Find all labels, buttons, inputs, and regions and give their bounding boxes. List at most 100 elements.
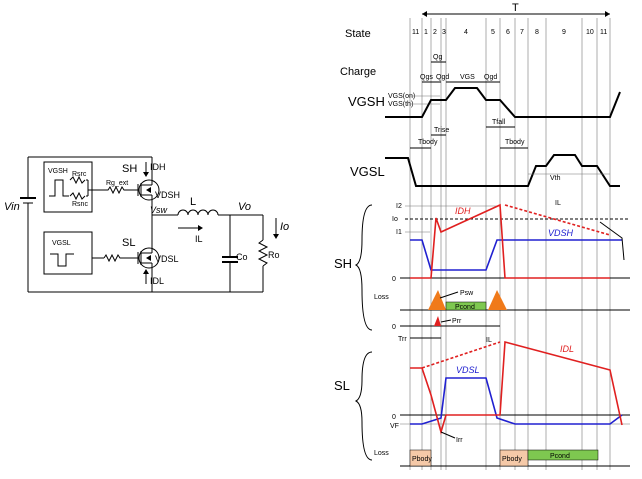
vdsh-label: VDSH	[155, 190, 180, 200]
sl-body-diode-icon	[146, 255, 151, 261]
il-arrow-icon	[198, 225, 203, 231]
rg-ext-label: Rg_ext	[106, 180, 128, 187]
state-number: 7	[520, 29, 524, 36]
t-body-left-label: Tbody	[418, 139, 438, 146]
pbody-right-label: Pbody	[502, 456, 522, 463]
vgsh-waveform	[385, 87, 621, 118]
ro-label: Ro	[268, 250, 280, 260]
vo-label: Vo	[238, 201, 251, 213]
i2-label: I2	[396, 203, 402, 210]
vgsl-label: VGSL	[350, 164, 385, 179]
il-label: IL	[195, 234, 203, 244]
vth-label: Vth	[550, 175, 561, 182]
sh-label: SH	[122, 163, 137, 175]
psw-label: Psw	[460, 290, 474, 297]
vin-label: Vin	[4, 201, 20, 213]
state-number: 6	[506, 29, 510, 36]
sl-brace	[354, 351, 373, 461]
zero-sh-label: 0	[392, 276, 396, 283]
vdsl-label: VDSL	[155, 254, 179, 264]
vgs-charge-label: VGS	[460, 74, 475, 81]
idh-label: IDH	[150, 162, 166, 172]
qgd-right-label: Qgd	[484, 74, 497, 81]
qg-label: Qg	[433, 54, 442, 61]
vgsh-source-box	[43, 161, 93, 213]
sl-label: SL	[122, 237, 135, 249]
period-label: T	[512, 2, 519, 14]
io-level-label: Io	[392, 216, 398, 223]
i1-label: I1	[396, 229, 402, 236]
inductor-label: L	[190, 196, 196, 208]
vdsl-trace	[410, 377, 623, 425]
vgsh-label: VGSH	[348, 94, 385, 109]
charge-label: Charge	[340, 66, 376, 78]
state-number: 4	[464, 29, 468, 36]
pbody-left-bar	[409, 449, 432, 467]
prr-label: Prr	[452, 318, 462, 325]
qgd-label: Qgd	[436, 74, 449, 81]
sh-mosfet	[138, 179, 160, 201]
idh-trace-label: IDH	[455, 206, 471, 216]
trr-label: Trr	[398, 336, 407, 343]
t-fall-label: Tfall	[492, 119, 506, 126]
state-number: 3	[442, 29, 446, 36]
idl-label: IDL	[150, 276, 164, 286]
inductor	[177, 209, 219, 216]
state-number: 2	[433, 29, 437, 36]
pcond-sl-bar	[527, 449, 599, 461]
irr-label: Irr	[456, 437, 463, 444]
vgs-th-label: VGS(th)	[388, 101, 413, 108]
loss-sl-label: Loss	[374, 450, 389, 457]
state-label: State	[345, 28, 371, 40]
il-sl-label: IL	[486, 337, 492, 344]
vgs-on-label: VGS(on)	[388, 93, 415, 100]
vgsl-waveform	[385, 154, 620, 187]
pcond-sh-bar	[445, 301, 487, 311]
psw-triangle-right	[488, 290, 507, 310]
rsrc-label: Rsrc	[72, 171, 87, 178]
state-number: 8	[535, 29, 539, 36]
state-number: 10	[586, 29, 594, 36]
sl-mosfet	[138, 247, 160, 269]
vf-label: VF	[390, 423, 399, 430]
vdsh-trace-label: VDSH	[548, 228, 574, 238]
il-sh-trace	[599, 221, 625, 261]
qgs-label: Qgs	[420, 74, 433, 81]
vgsh-box-label: VGSH	[48, 168, 68, 175]
sl-section-label: SL	[334, 378, 350, 393]
psw-triangle-left	[428, 290, 446, 310]
idh-arrow-icon	[143, 172, 149, 177]
zero-prr-label: 0	[392, 324, 396, 331]
io-arrow-icon	[273, 234, 279, 239]
loss-sh-label: Loss	[374, 294, 389, 301]
state-number: 5	[491, 29, 495, 36]
idl-trace-label: IDL	[560, 344, 574, 354]
state-number: 1	[424, 29, 428, 36]
vgsl-box-label: VGSL	[52, 240, 71, 247]
vgsl-source-box	[43, 231, 93, 275]
vdsl-trace-label: VDSL	[456, 365, 480, 375]
zero-sl-label: 0	[392, 414, 396, 421]
io-label: Io	[280, 221, 289, 233]
prr-spike	[434, 316, 441, 326]
idl-arrow-icon	[143, 269, 149, 274]
sh-section-label: SH	[334, 256, 352, 271]
t-body-right-label: Tbody	[505, 139, 525, 146]
vsw-label: Vsw	[150, 205, 168, 215]
state-number: 11	[600, 29, 607, 36]
state-numbers: 11 1 2 3 4 5 6 7 8 9 10 11	[412, 29, 607, 36]
pbody-left-label: Pbody	[412, 456, 432, 463]
il-trace-label: IL	[555, 200, 561, 207]
vdsh-trace	[410, 239, 622, 271]
resistor-ro	[257, 239, 269, 267]
idl-trace	[410, 340, 623, 435]
idh-trace	[410, 203, 610, 279]
sh-body-diode-icon	[146, 187, 151, 193]
state-number: 11	[412, 29, 419, 36]
circuit-schematic	[20, 156, 279, 293]
sh-brace	[354, 204, 373, 331]
co-label: Co	[236, 252, 248, 262]
pcond-sh-label: Pcond	[455, 304, 475, 311]
rsnc-label: Rsnc	[72, 201, 88, 208]
